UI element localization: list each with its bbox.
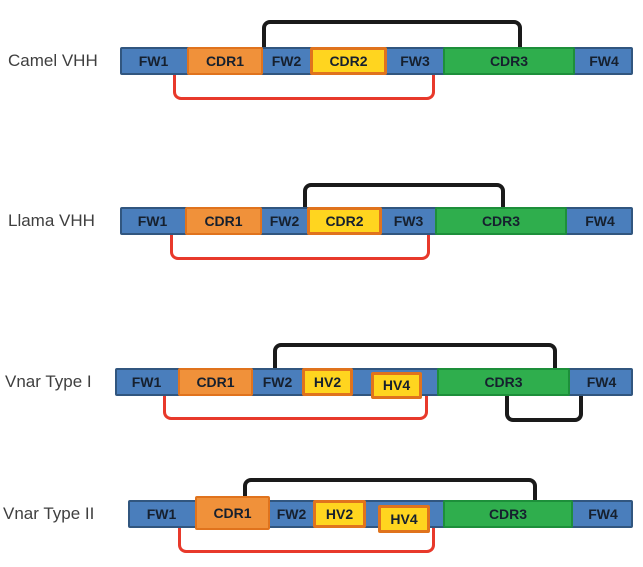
- segment-hv4: HV4: [378, 505, 430, 533]
- segment-cdr3: CDR3: [443, 500, 573, 528]
- segment-fw2: FW2: [271, 53, 302, 69]
- segment-fw2: FW2: [276, 506, 307, 522]
- segment-fw3: FW3: [400, 53, 430, 69]
- segment-cdr1: CDR1: [178, 368, 253, 396]
- segment-fw4: FW4: [588, 506, 618, 522]
- segment-cdr2: CDR2: [310, 47, 387, 75]
- black-disulfide-bond-connector: [303, 183, 505, 211]
- black-disulfide-bond-connector: [243, 478, 537, 504]
- segment-fw3: FW3: [393, 213, 424, 229]
- red-disulfide-bond-connector: [163, 393, 428, 420]
- segment-cdr2: CDR2: [307, 207, 382, 235]
- row-label: Llama VHH: [8, 211, 95, 230]
- segment-fw1: FW1: [146, 506, 177, 522]
- red-disulfide-bond-connector: [173, 72, 435, 100]
- segment-hv2: HV2: [313, 500, 366, 528]
- row-label: Vnar Type II: [3, 504, 95, 523]
- red-disulfide-bond-connector: [178, 525, 435, 553]
- segment-cdr1: CDR1: [187, 47, 263, 75]
- segment-cdr1: CDR1: [185, 207, 262, 235]
- black-disulfide-bond-connector: [262, 20, 522, 51]
- segment-fw2: FW2: [262, 374, 293, 390]
- black-disulfide-bond-connector: [505, 393, 583, 422]
- segment-cdr3: CDR3: [435, 207, 567, 235]
- black-disulfide-bond-connector: [273, 343, 557, 372]
- segment-hv2: HV2: [302, 368, 353, 396]
- red-disulfide-bond-connector: [170, 232, 430, 260]
- segment-fw4: FW4: [586, 374, 617, 390]
- segment-fw1: FW1: [138, 53, 169, 69]
- segment-hv4: HV4: [371, 372, 422, 399]
- segment-fw1: FW1: [131, 374, 162, 390]
- row-label: Camel VHH: [8, 51, 98, 70]
- segment-cdr3: CDR3: [437, 368, 570, 396]
- segment-fw4: FW4: [585, 213, 615, 229]
- segment-fw4: FW4: [589, 53, 619, 69]
- segment-cdr3: CDR3: [443, 47, 575, 75]
- row-label: Vnar Type I: [5, 372, 92, 391]
- segment-fw1: FW1: [137, 213, 168, 229]
- segment-fw2: FW2: [269, 213, 300, 229]
- segment-cdr1: CDR1: [195, 496, 270, 530]
